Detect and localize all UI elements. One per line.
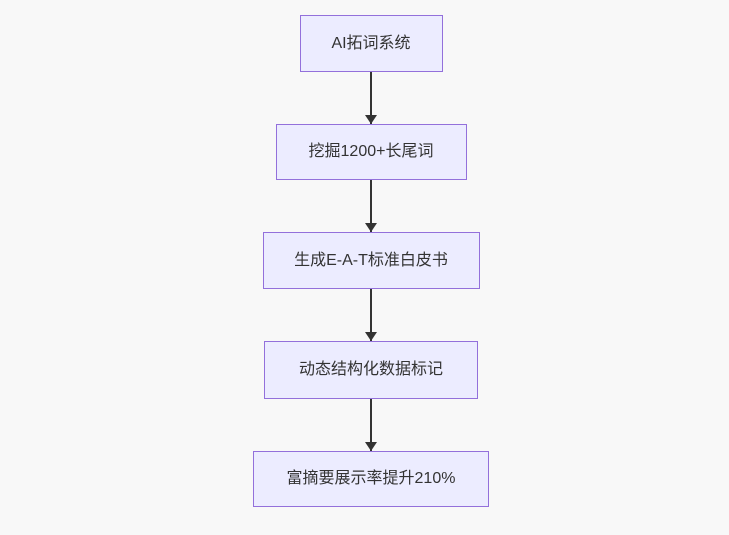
arrowhead-down-icon xyxy=(365,223,377,232)
flow-node-longtail-mining: 挖掘1200+长尾词 xyxy=(275,124,467,180)
arrowhead-down-icon xyxy=(365,442,377,451)
flowchart: AI拓词系统 挖掘1200+长尾词 生成E-A-T标准白皮书 动态结构化数据标记… xyxy=(253,15,489,507)
flow-arrow-4 xyxy=(365,399,377,451)
arrow-line xyxy=(370,180,372,232)
arrow-line xyxy=(370,399,372,451)
flow-node-label: 挖掘1200+长尾词 xyxy=(308,143,434,160)
arrowhead-down-icon xyxy=(365,115,377,124)
flow-node-structured-data-markup: 动态结构化数据标记 xyxy=(264,341,478,399)
flow-node-label: AI拓词系统 xyxy=(331,34,411,52)
flow-node-label: 富摘要展示率提升210% xyxy=(286,470,456,487)
flow-arrow-2 xyxy=(365,180,377,232)
arrow-line xyxy=(370,289,372,341)
flow-arrow-3 xyxy=(365,289,377,341)
flow-node-rich-snippet-result: 富摘要展示率提升210% xyxy=(253,451,489,507)
flow-arrow-1 xyxy=(365,72,377,124)
arrow-line xyxy=(370,72,372,124)
flow-node-label: 动态结构化数据标记 xyxy=(298,361,443,378)
arrowhead-down-icon xyxy=(365,332,377,341)
flow-node-eat-whitepaper: 生成E-A-T标准白皮书 xyxy=(262,232,480,289)
flow-node-ai-keyword-system: AI拓词系统 xyxy=(299,15,443,72)
flow-node-label: 生成E-A-T标准白皮书 xyxy=(294,251,448,269)
